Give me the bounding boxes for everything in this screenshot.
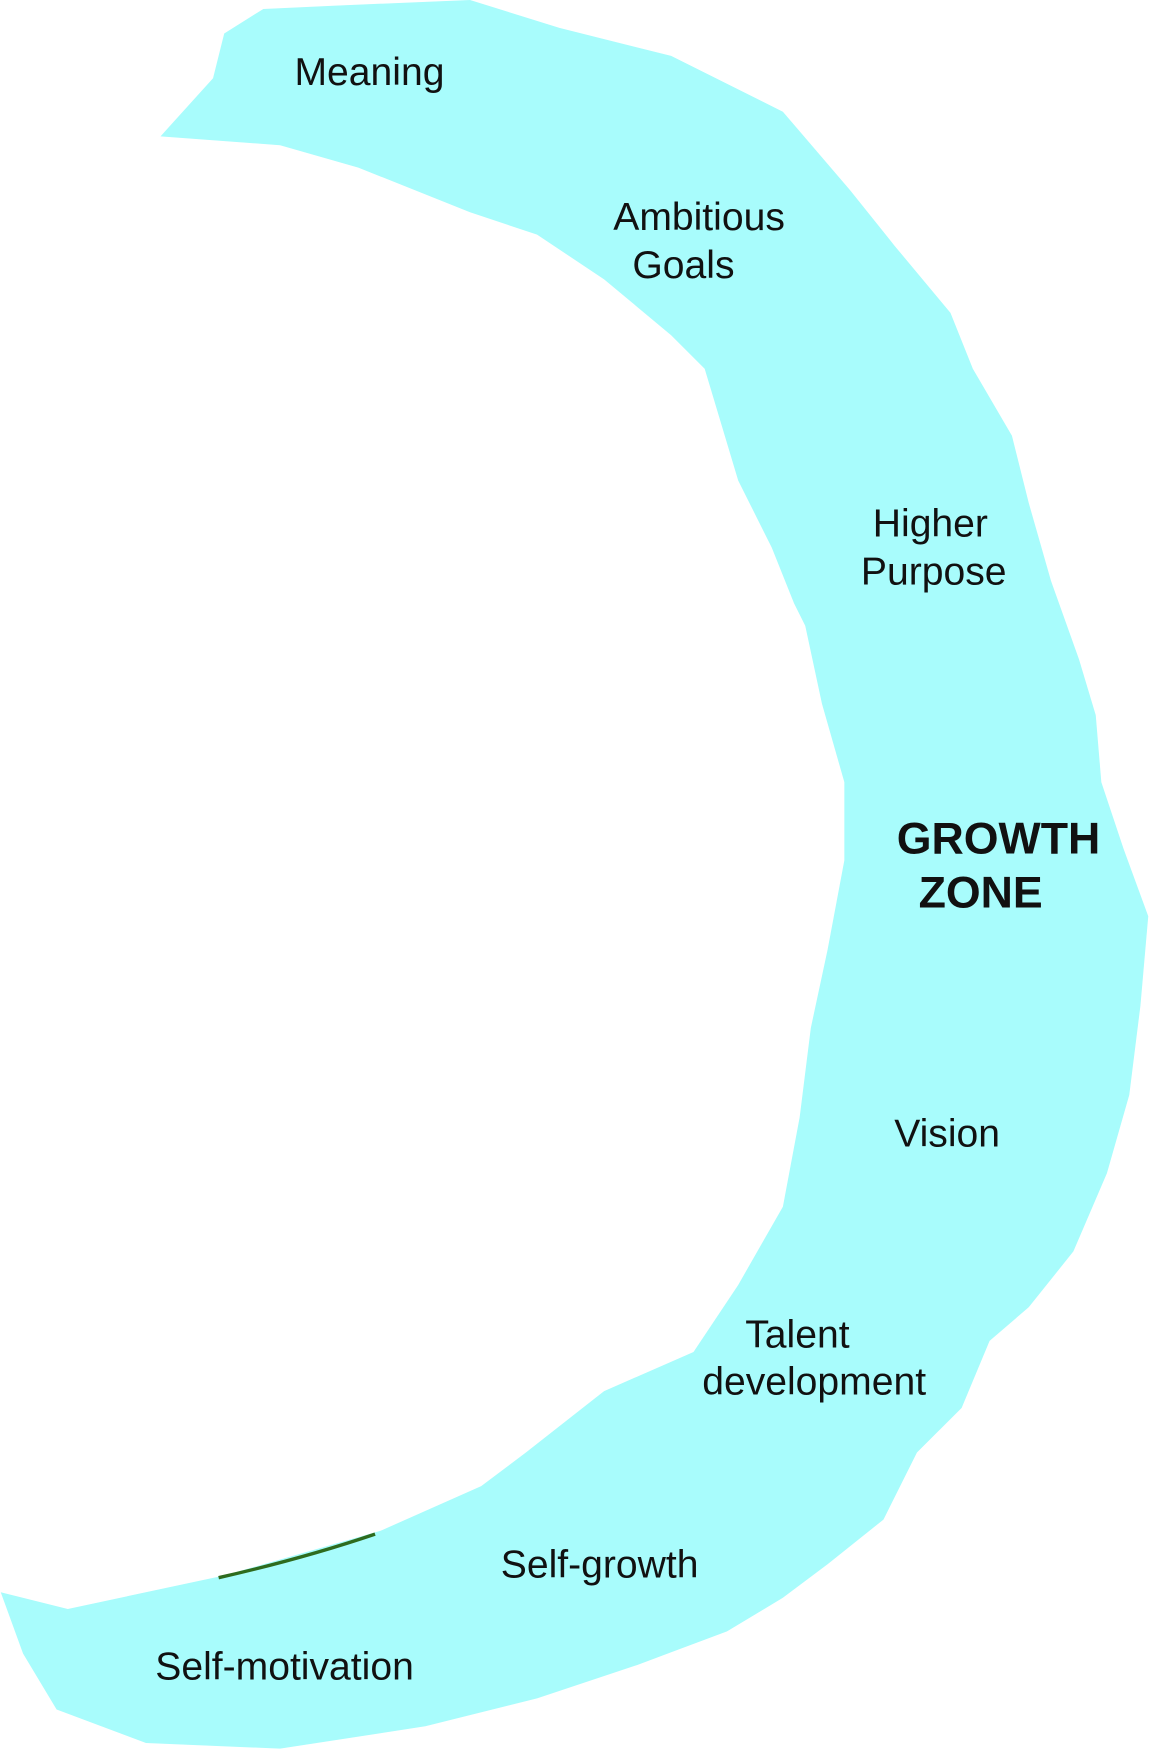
label-development: development — [702, 1360, 926, 1403]
label-meaning: Meaning — [294, 51, 444, 94]
green-edge-stroke — [218, 1532, 376, 1580]
label-self-motivation: Self-motivation — [155, 1645, 414, 1688]
label-self-growth: Self-growth — [501, 1544, 699, 1587]
label-talent: Talent — [745, 1314, 849, 1357]
label-ambitious: Ambitious — [613, 196, 785, 239]
label-growth: GROWTH — [897, 815, 1101, 864]
label-goals: Goals — [632, 244, 734, 287]
label-purpose: Purpose — [861, 550, 1007, 593]
label-higher: Higher — [873, 502, 988, 545]
label-vision: Vision — [894, 1112, 1000, 1155]
label-zone: ZONE — [919, 868, 1043, 917]
